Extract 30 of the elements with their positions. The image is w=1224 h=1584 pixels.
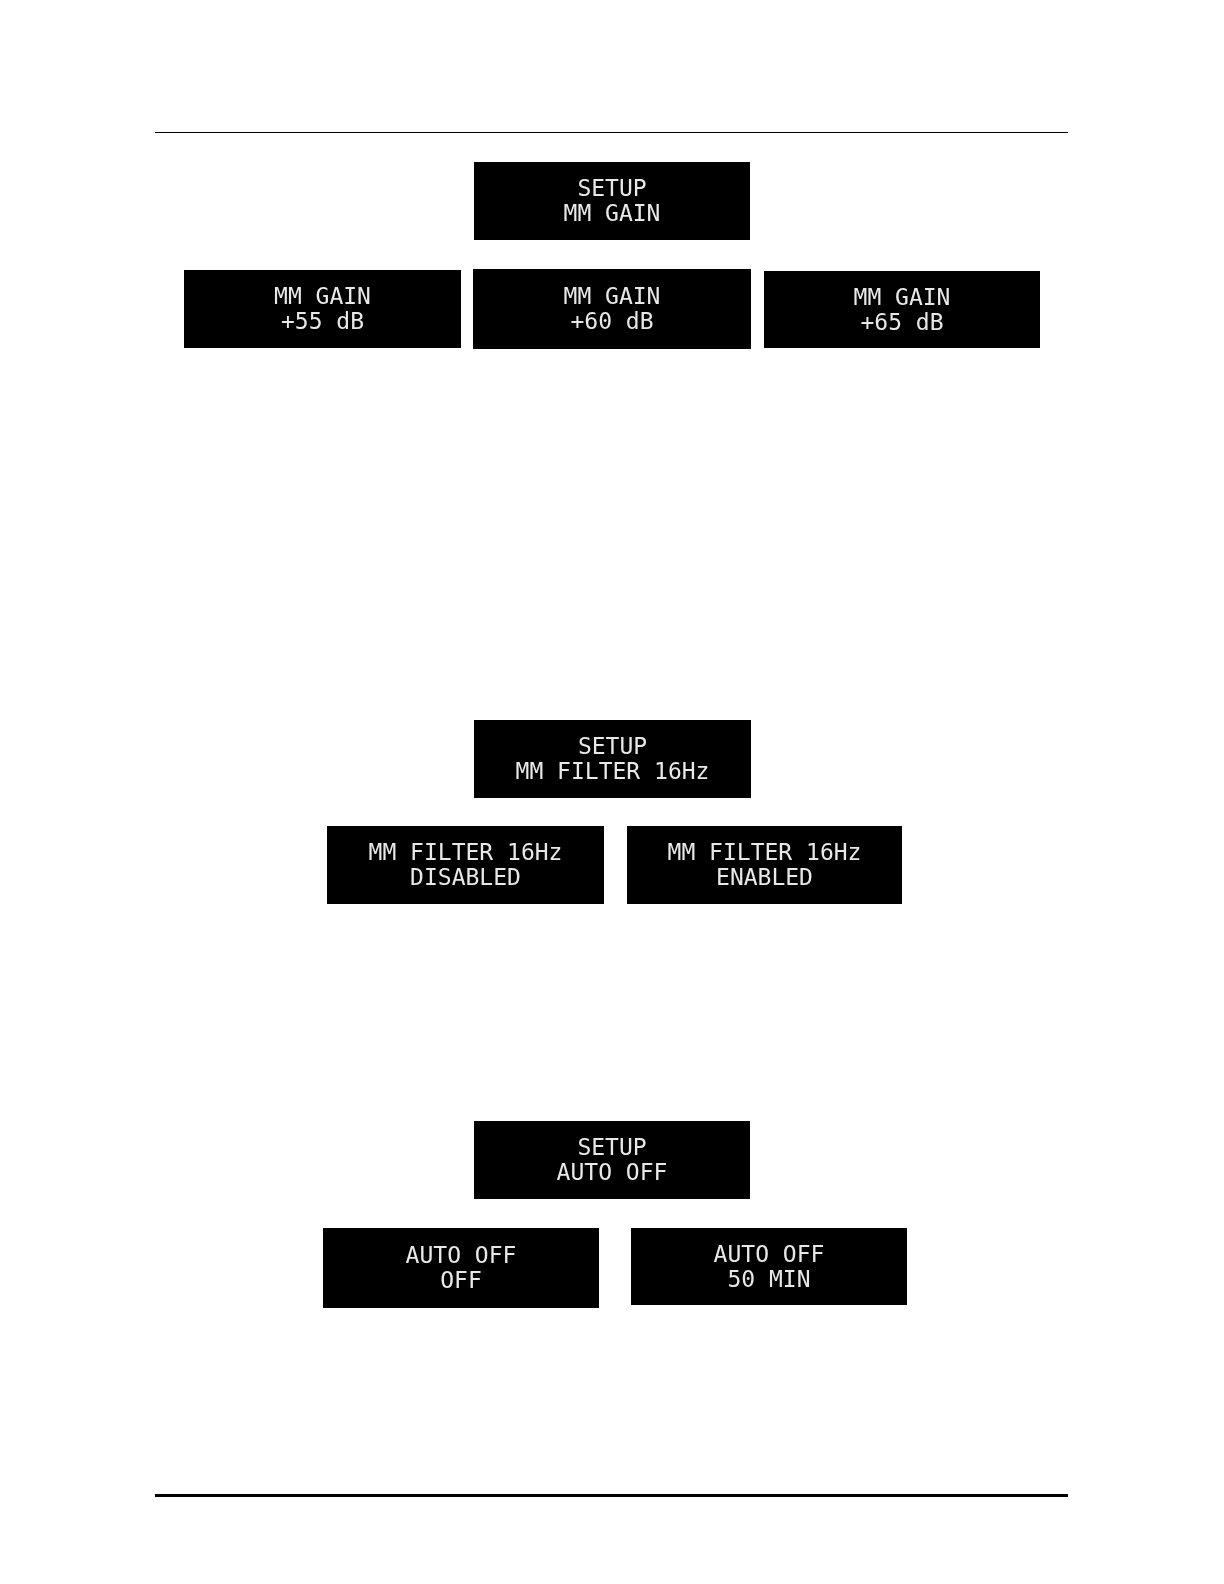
display-text: AUTO OFF	[713, 1241, 825, 1267]
display-screen	[327, 826, 604, 904]
display-screen	[473, 269, 751, 349]
display-screen	[474, 1121, 750, 1199]
display-text: DISABLED	[410, 865, 521, 890]
display-screen	[184, 270, 461, 348]
display-text: +55 dB	[280, 309, 365, 334]
display-screen	[631, 1228, 907, 1305]
display-text: OFF	[440, 1268, 482, 1293]
display-screen	[474, 162, 750, 240]
display-text: 50 MIN	[727, 1266, 811, 1292]
display-screen	[474, 720, 751, 798]
display-text: MM FILTER 16Hz	[515, 759, 710, 784]
display-text: ENABLED	[716, 865, 813, 890]
display-text: MM FILTER 16Hz	[667, 840, 862, 865]
display-text: +65 dB	[860, 309, 944, 335]
display-screen	[323, 1228, 599, 1308]
display-text: MM GAIN	[563, 284, 661, 309]
display-text: MM GAIN	[853, 284, 951, 310]
display-text: +60 dB	[570, 309, 654, 334]
display-text: MM FILTER 16Hz	[368, 840, 563, 865]
display-screen	[764, 271, 1040, 348]
display-screen	[627, 826, 902, 904]
display-text: SETUP	[577, 734, 648, 759]
display-text: MM GAIN	[274, 284, 371, 309]
display-text: SETUP	[577, 176, 647, 201]
display-text: MM GAIN	[563, 201, 661, 226]
display-text: AUTO OFF	[556, 1160, 668, 1185]
display-text: SETUP	[577, 1135, 647, 1160]
display-text: AUTO OFF	[405, 1243, 517, 1268]
